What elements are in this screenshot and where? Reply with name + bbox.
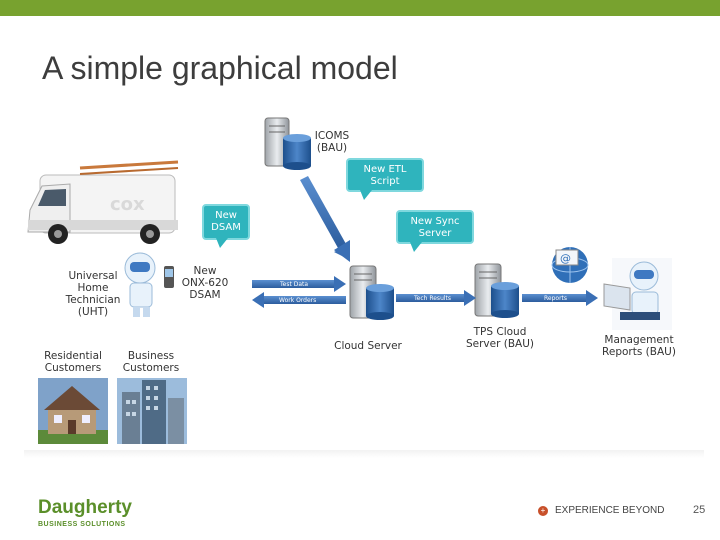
test-data-arrow: [252, 276, 346, 292]
cloud-server-label: Cloud Server: [334, 340, 402, 352]
residential-house-image: [38, 378, 108, 444]
slide-title: A simple graphical model: [42, 50, 398, 86]
business-building-image: [117, 378, 187, 444]
svg-text:cox: cox: [110, 194, 145, 215]
svg-text:@: @: [560, 252, 571, 265]
diagram-shadow: [24, 450, 704, 458]
new-etl-script-callout: New ETL Script: [346, 158, 424, 200]
cloud-server-icon: [349, 265, 394, 320]
tps-cloud-server-label: TPS Cloud Server (BAU): [465, 326, 535, 350]
test-data-arrow-label: Test Data: [280, 281, 309, 288]
tps-cloud-server-icon: [474, 263, 519, 318]
icoms-label: ICOMS (BAU): [314, 130, 350, 154]
residential-customers-label: Residential Customers: [44, 350, 102, 374]
icoms-to-cloud-arrow: [300, 176, 350, 262]
new-sync-server-callout: New Sync Server: [396, 210, 474, 252]
email-globe-icon: @: [551, 247, 589, 283]
tech-results-arrow-label: Tech Results: [414, 295, 452, 302]
service-van-icon: cox: [27, 160, 179, 244]
experience-beyond-icon: +: [538, 506, 548, 516]
technician-label: Universal Home Technician (UHT): [65, 270, 121, 318]
work-orders-arrow-label: Work Orders: [279, 297, 317, 304]
footer-tagline: EXPERIENCE BEYOND: [555, 505, 665, 516]
icoms-server-icon: [264, 117, 311, 170]
work-orders-arrow: [252, 292, 346, 308]
reports-arrow: [522, 290, 598, 306]
technician-mascot-icon: [124, 252, 174, 317]
tech-results-arrow: [396, 290, 476, 306]
management-reports-mascot-icon: [603, 258, 672, 330]
top-accent-bar: [0, 0, 720, 16]
company-logo-sub: BUSINESS SOLUTIONS: [38, 521, 126, 528]
business-customers-label: Business Customers: [122, 350, 180, 374]
page-number: 25: [693, 504, 706, 516]
company-logo: Daugherty: [38, 497, 132, 518]
device-label: New ONX-620 DSAM: [181, 265, 229, 301]
reports-arrow-label: Reports: [544, 295, 568, 302]
management-reports-label: Management Reports (BAU): [602, 334, 676, 358]
new-dsam-callout: New DSAM: [202, 204, 250, 248]
